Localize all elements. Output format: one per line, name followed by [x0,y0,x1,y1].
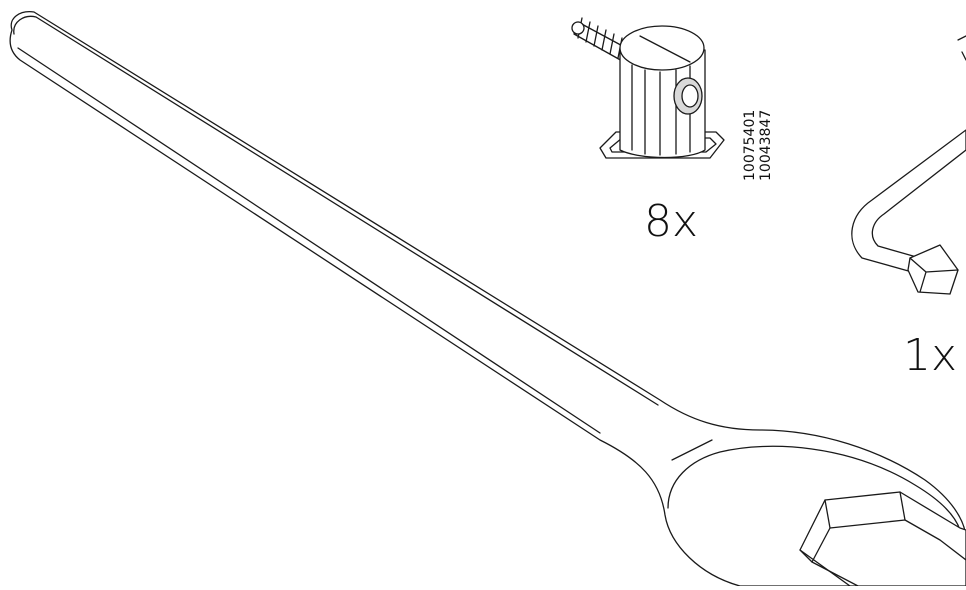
allen-key-quantity: 1x [903,330,958,381]
cam-lock-quantity: 8x [644,196,699,247]
wrench-head-face [667,445,961,531]
cam-lock-part-number-1: 10075401 [742,109,758,181]
allen-key-body [851,129,966,273]
allen-key-illustration [851,35,966,295]
allen-key-top [957,35,966,61]
wrench-illustration [9,11,966,587]
cam-slot [639,35,691,63]
wrench-jaw [799,491,966,563]
wrench-handle-face [13,15,659,406]
cam-lock-illustration [571,17,725,159]
wrench-neck-line [671,439,713,461]
cam-body [619,49,706,159]
cam-body-ribs [631,64,691,156]
wrench-handle-bevel [17,47,601,434]
allen-key-tip [907,244,959,295]
wrench-jaw-lower [799,549,851,587]
cam-lock-part-number-2: 10043847 [758,109,774,181]
wrench-jaw-inner [811,491,906,587]
